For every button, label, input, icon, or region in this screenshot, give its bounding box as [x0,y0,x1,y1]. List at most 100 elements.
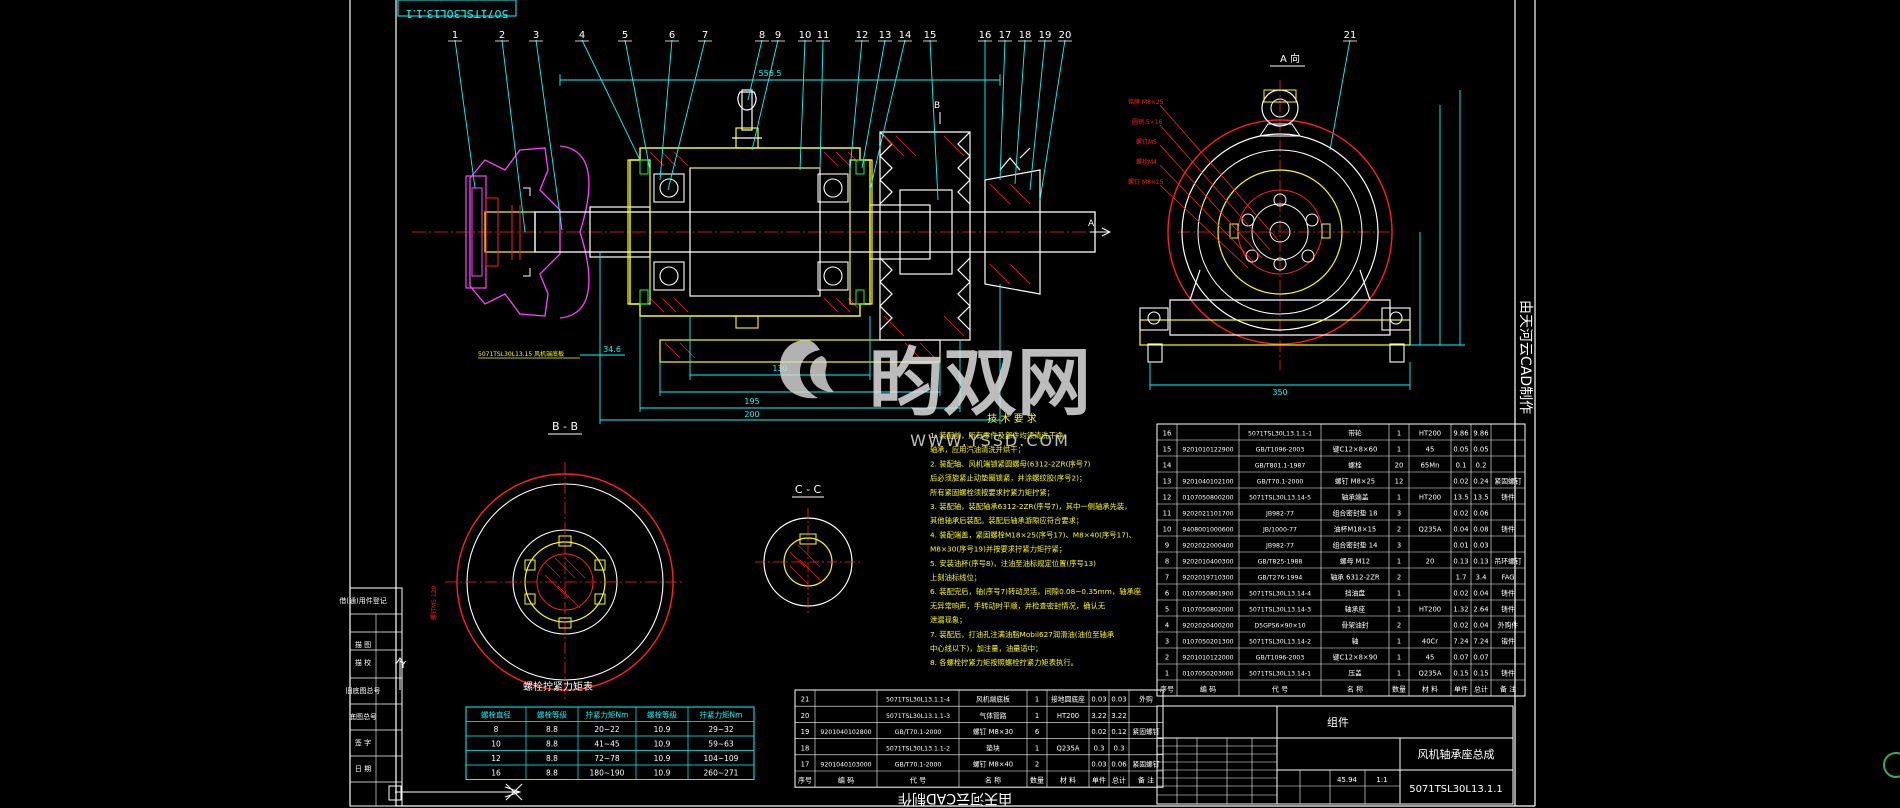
tech-line: 5. 安装油杯(序号8)，注油至油标规定位置(序号13) [930,559,1096,568]
bom-cell: 10 [1163,526,1172,534]
bom-cell: 0.02 [1453,510,1468,518]
bom-header: 名 称 [985,776,1001,785]
bom-cell: 0107050800200 [1182,495,1233,502]
bom-cell: 9.86 [1453,430,1468,438]
v-belt-pulley [879,131,971,341]
bom-cell: Q235A [1419,670,1442,678]
bom-cell: 13.5 [1473,494,1488,502]
bom-header: 总计 [1112,776,1126,785]
bom-header: 备 注 [1138,776,1154,785]
bom-cell: 2 [1397,574,1401,582]
bom-cell: GB/T1096-2003 [1256,447,1305,454]
vertical-credit: 由天河云CAD制作 [1517,300,1533,414]
bom-cell: 9408001000600 [1182,527,1233,534]
bom-cell: 16 [1163,430,1172,438]
bom-cell: HT200 [1419,494,1441,502]
bom-cell: 9201010122000 [1182,655,1233,662]
section-c-title: C - C [795,483,822,496]
bom-cell: 紧固螺钉 [1132,727,1159,736]
bom-cell: 5071TSL30L13.1.1-2 [886,745,950,752]
bom-cell: 0.13 [1453,558,1468,566]
bom-cell: 4 [1165,622,1169,630]
callout-11: 11 [817,30,830,41]
callout-9: 9 [775,30,781,41]
tech-line: 轴承，应用汽油清洗并烘干； [930,445,1025,454]
torque-cell: 8.8 [546,725,558,734]
left-strip-label: 旧底图总号 [346,686,381,695]
bom-cell: 1.32 [1453,606,1468,614]
bom-cell: 1 [1397,430,1401,438]
bom-cell: 9201010122900 [1182,447,1233,454]
bom-cell: D5GPS6×90×10 [1254,623,1305,630]
tech-line: 泄漏现象； [930,616,966,625]
tech-line: 4. 装配端盖，紧固螺栓M18×25(序号17)、M8×40(序号17)、 [930,530,1136,539]
bom-cell: 0.3 [1094,744,1105,752]
bom-cell: HT200 [1419,606,1441,614]
bom-cell: 外购件 [1498,621,1519,630]
bom-cell: 吊环螺钉 [1494,557,1521,566]
torque-cell: 104~109 [704,754,739,763]
bom-cell: 5071TSL30L13.14-4 [1249,591,1311,598]
bom-cell: JB982-77 [1265,511,1294,518]
torque-header: 螺栓直径 [481,710,511,720]
bom-cell: 5071TSL30L13.1.1-3 [886,713,950,720]
bom-cell: 1 [1035,696,1039,704]
bom-cell: 1 [1397,558,1401,566]
torque-cell: 260~271 [704,769,739,778]
bom-cell: GB/T70.1-2000 [895,761,942,768]
bom-cell: 铸件 [1501,669,1515,678]
bom-cell: 1 [1397,494,1401,502]
bom-cell: 20 [1426,558,1435,566]
bom-cell: 垫块 [986,743,1000,752]
oil-cup [732,89,762,149]
bom-cell: 键C12×8×90 [1333,653,1378,662]
bom-cell: 0107050201300 [1182,639,1233,646]
bom-cell: 11 [1163,510,1172,518]
bom-cell: 40Cr [1422,638,1438,646]
bom-cell: 9202019710300 [1182,575,1233,582]
bom-cell: 外购 [1139,695,1153,704]
bom-cell: 5 [1165,606,1169,614]
a-view-title: A 向 [1280,52,1300,65]
dim-350: 350 [1272,388,1287,397]
bom-cell: 紧固螺钉 [1494,477,1521,486]
watermark-main: 昀双网 [869,340,1091,426]
bom-cell: 65Mn [1421,462,1440,470]
bom-cell: Q235A [1057,744,1080,752]
bom-header: 名 称 [1347,685,1363,694]
tech-line: 所有紧固螺栓须按要求拧紧力矩拧紧； [930,488,1054,497]
callout-8: 8 [759,30,765,41]
bom-cell: 0.15 [1473,670,1488,678]
callout-15: 15 [924,30,937,41]
torque-cell: 16 [491,769,501,778]
callout-6: 6 [669,30,675,41]
bom-cell: 0.02 [1091,728,1106,736]
corner-refresh-icon[interactable] [1883,752,1900,778]
bom-cell: 5071TSL30L13.14-5 [1249,495,1311,502]
bom-cell: 21 [801,696,810,704]
bom-cell: 9202020400200 [1182,623,1233,630]
callout-1: 1 [452,30,458,41]
bom-cell: 9201040102800 [820,729,871,736]
bom-cell: 5071TSL30L13.14-3 [1249,607,1311,614]
bom-cell: GB/T70.1-2000 [895,729,942,736]
bom-cell: 紧固螺钉 [1132,759,1159,768]
b-b-side-note: 螺钉M5 120 [430,585,438,620]
dimensions [559,74,1001,424]
bom-cell: 12 [1163,494,1172,502]
bom-cell: 0.05 [1453,446,1468,454]
left-strip-label: 借(通)用件登记 [339,596,386,605]
bom-cell: 45 [1426,446,1435,454]
bom-header: 代 号 [1272,685,1288,694]
tech-line: 8. 各螺栓拧紧力矩按照螺栓拧紧力矩表执行。 [930,658,1078,667]
bom-cell: 5071TSL30L13.14-1 [1249,671,1311,678]
tech-line: 3. 装配轴，装配轴承6312-2ZR(序号7)，其中一侧轴承先装， [930,502,1131,511]
section-b-b: B - B 螺钉M5 120 [430,420,685,702]
watermark-sub: WWW.YSSD.COM [910,431,1070,450]
bom-cell: JB/1000-77 [1262,527,1297,534]
weight-value: 45.94 [1337,776,1358,784]
bom-cell: 0.13 [1473,558,1488,566]
bom-cell: 1 [1035,744,1039,752]
bom-cell: 18 [801,744,810,752]
drawing-code: 5071TSL30L13.1.1 [1409,784,1503,795]
